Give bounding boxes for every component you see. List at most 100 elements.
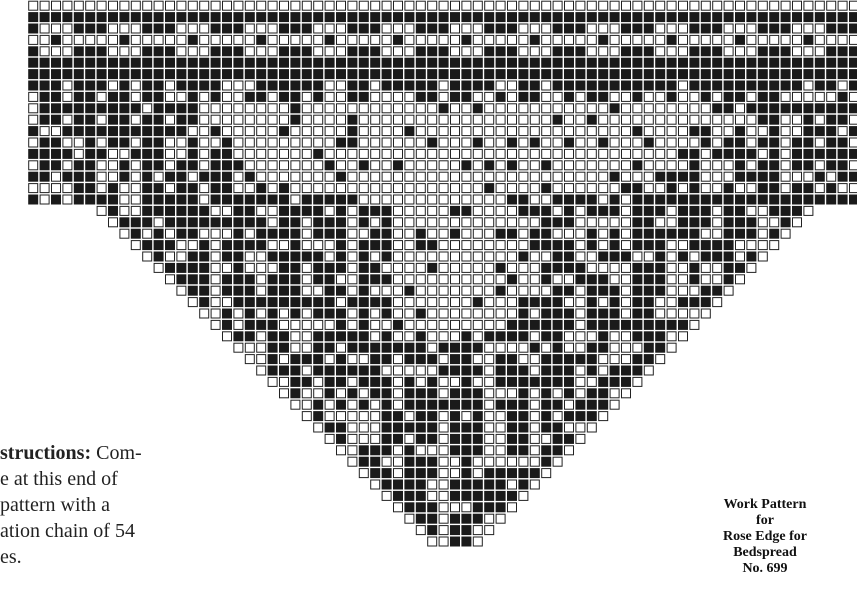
filled-mesh	[40, 115, 49, 124]
filled-mesh	[416, 332, 425, 341]
open-mesh	[747, 115, 756, 124]
open-mesh	[576, 434, 585, 443]
filled-mesh	[166, 195, 175, 204]
open-mesh	[405, 161, 414, 170]
open-mesh	[257, 161, 266, 170]
filled-mesh	[337, 377, 346, 386]
open-mesh	[154, 1, 163, 10]
filled-mesh	[143, 161, 152, 170]
open-mesh	[416, 1, 425, 10]
filled-mesh	[758, 92, 767, 101]
filled-mesh	[154, 104, 163, 113]
open-mesh	[485, 434, 494, 443]
open-mesh	[496, 218, 505, 227]
filled-mesh	[530, 298, 539, 307]
open-mesh	[223, 206, 232, 215]
open-mesh	[781, 1, 790, 10]
open-mesh	[576, 423, 585, 432]
filled-mesh	[428, 92, 437, 101]
filled-mesh	[679, 149, 688, 158]
filled-mesh	[610, 309, 619, 318]
filled-mesh	[496, 58, 505, 67]
filled-mesh	[462, 13, 471, 22]
open-mesh	[451, 127, 460, 136]
open-mesh	[530, 389, 539, 398]
open-mesh	[154, 263, 163, 272]
filled-mesh	[770, 172, 779, 181]
filled-mesh	[553, 332, 562, 341]
filled-mesh	[713, 81, 722, 90]
filled-mesh	[86, 127, 95, 136]
filled-mesh	[576, 81, 585, 90]
filled-mesh	[177, 127, 186, 136]
filled-mesh	[371, 389, 380, 398]
open-mesh	[314, 115, 323, 124]
filled-mesh	[553, 58, 562, 67]
open-mesh	[473, 320, 482, 329]
open-mesh	[496, 206, 505, 215]
open-mesh	[838, 81, 847, 90]
open-mesh	[451, 47, 460, 56]
filled-mesh	[622, 252, 631, 261]
open-mesh	[473, 252, 482, 261]
open-mesh	[633, 343, 642, 352]
open-mesh	[394, 241, 403, 250]
filled-mesh	[325, 377, 334, 386]
open-mesh	[576, 1, 585, 10]
filled-mesh	[565, 389, 574, 398]
filled-mesh	[337, 309, 346, 318]
filled-mesh	[542, 218, 551, 227]
open-mesh	[405, 184, 414, 193]
open-mesh	[302, 320, 311, 329]
filled-mesh	[701, 286, 710, 295]
filled-mesh	[804, 195, 813, 204]
open-mesh	[257, 355, 266, 364]
filled-mesh	[701, 241, 710, 250]
filled-mesh	[40, 81, 49, 90]
filled-mesh	[542, 457, 551, 466]
open-mesh	[667, 149, 676, 158]
open-mesh	[394, 469, 403, 478]
open-mesh	[428, 275, 437, 284]
filled-mesh	[405, 58, 414, 67]
open-mesh	[473, 115, 482, 124]
filled-mesh	[74, 13, 83, 22]
open-mesh	[530, 218, 539, 227]
open-mesh	[405, 138, 414, 147]
filled-mesh	[587, 115, 596, 124]
filled-mesh	[496, 400, 505, 409]
filled-mesh	[690, 263, 699, 272]
open-mesh	[815, 1, 824, 10]
filled-mesh	[177, 70, 186, 79]
open-mesh	[63, 184, 72, 193]
filled-mesh	[188, 218, 197, 227]
filled-mesh	[29, 70, 38, 79]
open-mesh	[166, 184, 175, 193]
open-mesh	[382, 24, 391, 33]
open-mesh	[314, 389, 323, 398]
filled-mesh	[770, 229, 779, 238]
open-mesh	[325, 104, 334, 113]
filled-mesh	[405, 457, 414, 466]
open-mesh	[120, 24, 129, 33]
open-mesh	[223, 1, 232, 10]
open-mesh	[713, 115, 722, 124]
open-mesh	[565, 104, 574, 113]
filled-mesh	[496, 355, 505, 364]
open-mesh	[177, 149, 186, 158]
filled-mesh	[530, 320, 539, 329]
open-mesh	[439, 263, 448, 272]
filled-mesh	[314, 275, 323, 284]
open-mesh	[371, 161, 380, 170]
filled-mesh	[337, 206, 346, 215]
filled-mesh	[154, 149, 163, 158]
filled-mesh	[337, 366, 346, 375]
filled-mesh	[428, 355, 437, 364]
open-mesh	[166, 92, 175, 101]
filled-mesh	[462, 92, 471, 101]
filled-mesh	[188, 115, 197, 124]
open-mesh	[325, 206, 334, 215]
open-mesh	[530, 286, 539, 295]
filled-mesh	[599, 400, 608, 409]
open-mesh	[530, 184, 539, 193]
